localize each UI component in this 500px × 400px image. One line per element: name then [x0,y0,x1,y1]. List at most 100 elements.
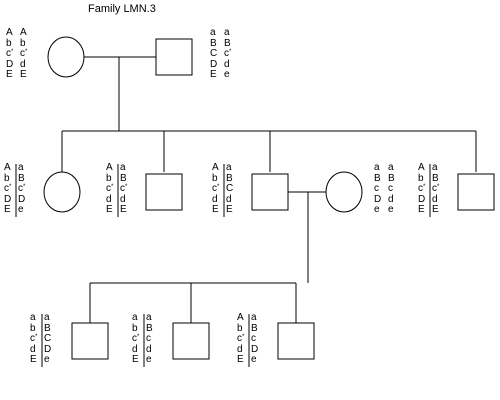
allele: E [106,204,113,215]
allele: E [20,69,27,80]
allele: c* [20,48,28,59]
allele: a [226,162,232,173]
allele: E [30,354,37,365]
allele: B [18,172,25,184]
allele: a [44,312,50,323]
allele: D [251,343,259,355]
allele: e [18,204,24,215]
gen3-person-1-symbol [71,322,109,360]
allele: c [388,183,393,194]
allele: E [237,354,244,365]
allele: c* [4,183,12,194]
gen2-person-5-symbol [457,173,495,211]
allele: B [388,172,395,184]
allele: B [120,172,127,184]
allele: E [418,204,425,215]
allele: B [432,172,439,184]
allele: c* [432,183,440,194]
allele: E [120,204,127,215]
gen3-person-3-symbol [277,322,315,360]
allele: a [210,27,216,38]
allele: b [237,322,243,334]
allele: e [224,69,230,80]
allele: E [432,204,439,215]
allele: c* [418,183,426,194]
allele: c* [6,48,14,59]
allele: d [237,343,243,355]
allele: e [388,204,394,215]
allele: e [251,354,257,365]
allele: a [30,312,36,323]
allele: e [374,204,380,215]
allele: c* [237,333,245,344]
gen2-person-1-symbol [43,171,81,213]
allele: B [210,37,217,49]
allele: c* [120,183,128,194]
allele: a [132,312,138,323]
allele: A [418,162,425,173]
allele: E [6,69,13,80]
allele: C [226,183,234,194]
allele: A [20,27,27,38]
allele: C [44,333,52,344]
allele: D [6,58,14,70]
allele: b [20,37,26,49]
allele: D [18,193,26,205]
allele: d [120,193,126,205]
allele: D [374,193,382,205]
allele: a [374,162,380,173]
allele: E [4,204,11,215]
gen2-person-2-symbol [145,173,183,211]
allele: d [226,193,232,205]
allele: c* [224,48,232,59]
gen2-person-4-symbol [325,171,363,213]
allele: c* [30,333,38,344]
gen1-mother-symbol [47,36,85,78]
allele: c* [212,183,220,194]
allele: b [6,37,12,49]
allele: E [132,354,139,365]
allele: d [388,193,394,205]
page-title: Family LMN.3 [88,3,156,15]
allele: a [120,162,126,173]
allele: a [432,162,438,173]
allele: B [44,322,51,334]
allele: c* [18,183,26,194]
allele: e [146,354,152,365]
allele: A [237,312,244,323]
allele: d [132,343,138,355]
allele: b [132,322,138,334]
allele: B [224,37,231,49]
allele: b [4,172,10,184]
allele: b [212,172,218,184]
allele: A [4,162,11,173]
allele: a [18,162,24,173]
allele: B [146,322,153,334]
allele: E [210,69,217,80]
gen2-person-3-symbol [251,173,289,211]
allele: d [432,193,438,205]
allele: a [388,162,394,173]
allele: A [212,162,219,173]
allele: c [374,183,379,194]
allele: c [146,333,151,344]
